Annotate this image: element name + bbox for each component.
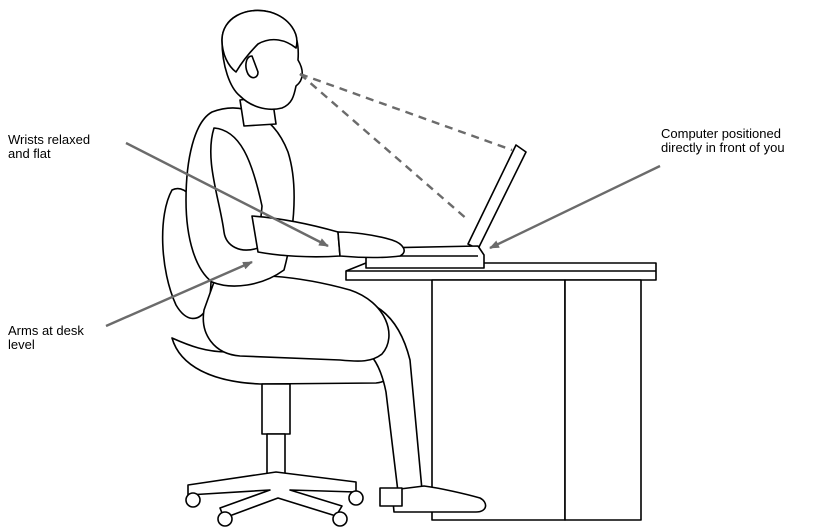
laptop-screen xyxy=(468,145,526,249)
line-of-sight xyxy=(300,74,512,220)
person-thigh xyxy=(203,276,389,362)
sight-line-lower xyxy=(300,74,468,220)
wrists-label-line-1: Wrists relaxed xyxy=(8,133,90,147)
arms-label-line-2: level xyxy=(8,338,84,352)
chair-caster xyxy=(186,493,200,507)
computer-positioned-label: Computer positioned directly in front of… xyxy=(661,127,785,155)
chair-post xyxy=(262,384,290,434)
chair-post-base xyxy=(267,434,285,474)
desk-side-panel xyxy=(565,280,641,520)
person-hand xyxy=(338,232,404,258)
arms-at-desk-label: Arms at desk level xyxy=(8,324,84,352)
chair-base-star xyxy=(188,472,356,518)
computer-label-line-2: directly in front of you xyxy=(661,141,785,155)
computer-callout-arrow xyxy=(490,166,660,248)
chair-caster xyxy=(349,491,363,505)
person-shoe-back xyxy=(380,488,402,506)
computer-label-line-1: Computer positioned xyxy=(661,127,785,141)
wrists-label-line-2: and flat xyxy=(8,147,90,161)
arms-label-line-1: Arms at desk xyxy=(8,324,84,338)
desk-front-panel xyxy=(432,280,565,520)
chair-caster xyxy=(218,512,232,526)
chair-caster xyxy=(333,512,347,526)
sight-line-upper xyxy=(300,74,512,150)
wrists-relaxed-label: Wrists relaxed and flat xyxy=(8,133,90,161)
person-forearm xyxy=(252,216,340,257)
